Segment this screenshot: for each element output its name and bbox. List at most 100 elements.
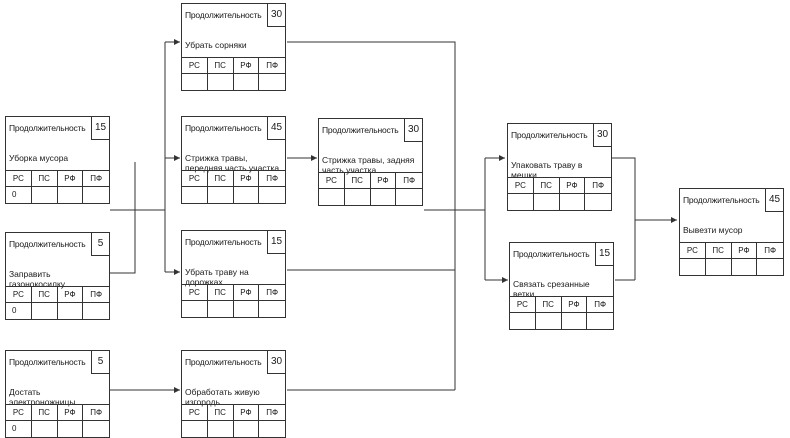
column-header: РФ [233, 285, 260, 301]
column-header: РФ [57, 171, 84, 187]
column-header: РФ [57, 287, 84, 303]
column-header: РФ [370, 173, 397, 189]
timing-cell [182, 301, 208, 317]
column-header: РФ [233, 58, 260, 74]
timing-cell [259, 301, 285, 317]
column-header: РФ [561, 297, 588, 313]
column-header: РС [6, 287, 32, 303]
timing-cell [58, 421, 84, 437]
task-name: Убрать траву на дорожках [185, 267, 249, 287]
timing-cell: 0 [6, 187, 32, 203]
duration-value: 15 [91, 117, 109, 140]
duration-label: Продолжительность [322, 125, 399, 135]
timing-cell [32, 187, 58, 203]
duration-label: Продолжительность [511, 130, 588, 140]
timing-cell [182, 187, 208, 203]
duration-label: Продолжительность [185, 10, 262, 20]
duration-label: Продолжительность [513, 249, 590, 259]
timing-cell [208, 74, 234, 90]
timing-cell [259, 187, 285, 203]
timing-cell [587, 313, 613, 329]
column-header: РФ [559, 178, 586, 194]
timing-cell [259, 421, 285, 437]
task-name: Обработать живую изгородь [185, 387, 260, 407]
column-header: ПС [207, 405, 234, 421]
timing-cell [259, 74, 285, 90]
column-header: ПФ [83, 171, 109, 187]
column-header: ПС [31, 405, 58, 421]
timing-cell [536, 313, 562, 329]
timing-cell [680, 259, 706, 275]
column-header: РС [6, 171, 32, 187]
duration-label: Продолжительность [185, 357, 262, 367]
timing-cell: 0 [6, 421, 32, 437]
timing-cell [208, 301, 234, 317]
timing-cell [234, 187, 260, 203]
column-header: РС [510, 297, 536, 313]
timing-cell [32, 303, 58, 319]
timing-cell [706, 259, 732, 275]
task-name: Упаковать траву в мешки [511, 160, 583, 180]
duration-label: Продолжительность [185, 123, 262, 133]
column-header: РС [319, 173, 345, 189]
timing-cell [182, 74, 208, 90]
column-header: РФ [233, 171, 260, 187]
timing-cell [234, 74, 260, 90]
timing-cell [757, 259, 783, 275]
timing-cell [234, 301, 260, 317]
column-header: ПФ [259, 58, 285, 74]
duration-label: Продолжительность [9, 123, 86, 133]
timing-cell [182, 421, 208, 437]
timing-cell [534, 194, 560, 210]
timing-cell [58, 303, 84, 319]
duration-value: 45 [765, 189, 783, 212]
column-header: ПФ [259, 285, 285, 301]
duration-value: 5 [91, 233, 109, 256]
timing-cell [208, 187, 234, 203]
task-name: Уборка мусора [9, 153, 69, 163]
duration-value: 15 [267, 231, 285, 254]
timing-cell [510, 313, 536, 329]
column-header: РС [680, 243, 706, 259]
duration-value: 30 [267, 351, 285, 374]
timing-cell [32, 421, 58, 437]
column-header: РФ [57, 405, 84, 421]
timing-cell: 0 [6, 303, 32, 319]
timing-cell [560, 194, 586, 210]
duration-value: 30 [267, 4, 285, 27]
duration-value: 30 [593, 124, 611, 147]
column-header: ПФ [83, 405, 109, 421]
column-header: ПС [535, 297, 562, 313]
column-header: ПФ [396, 173, 422, 189]
column-header: ПФ [757, 243, 783, 259]
task-name: Достать электроножницы [9, 387, 76, 407]
column-header: ПФ [259, 171, 285, 187]
column-header: ПС [705, 243, 732, 259]
timing-cell [585, 194, 611, 210]
duration-value: 45 [267, 117, 285, 140]
task-name: Связать срезанные ветки [513, 279, 590, 299]
column-header: РС [6, 405, 32, 421]
column-header: ПФ [259, 405, 285, 421]
column-header: РФ [731, 243, 758, 259]
column-header: ПС [207, 58, 234, 74]
timing-cell [396, 189, 422, 205]
duration-value: 15 [595, 243, 613, 266]
timing-cell [234, 421, 260, 437]
